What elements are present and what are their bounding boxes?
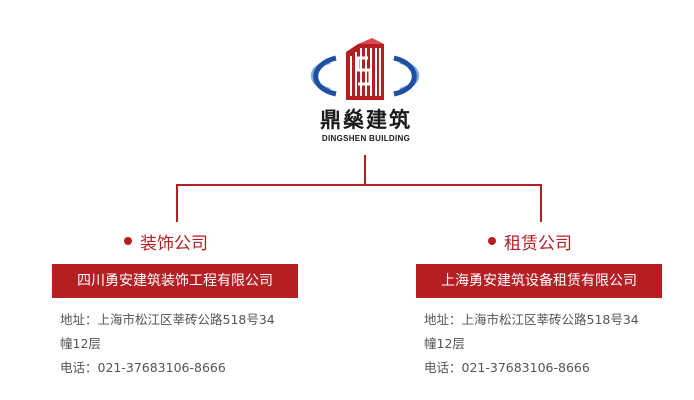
building-logo-icon: [310, 38, 420, 100]
branch-title-rental: 租赁公司: [488, 230, 572, 254]
connector-horizontal: [176, 184, 542, 186]
connector-left-drop: [176, 184, 178, 222]
company-name-decoration: 四川勇安建筑装饰工程有限公司: [52, 264, 298, 298]
branch-title-label: 装饰公司: [140, 233, 208, 254]
phone-line: 电话：021-37683106-8666: [60, 360, 226, 375]
address-line-1: 地址：上海市松江区莘砖公路518号34: [60, 312, 275, 327]
bullet-icon: [124, 237, 132, 245]
logo-chinese-name: 鼎燊建筑: [320, 107, 412, 132]
address-line-1: 地址：上海市松江区莘砖公路518号34: [424, 312, 639, 327]
company-name-rental: 上海勇安建筑设备租赁有限公司: [416, 264, 662, 298]
branch-title-label: 租赁公司: [504, 233, 572, 254]
address-line-2: 幢12层: [424, 336, 465, 351]
company-logo: 鼎燊建筑 DINGSHEN BUILDING: [300, 38, 430, 146]
connector-trunk: [364, 155, 366, 186]
phone-line: 电话：021-37683106-8666: [424, 360, 590, 375]
connector-right-drop: [540, 184, 542, 222]
bullet-icon: [488, 237, 496, 245]
logo-english-name: DINGSHEN BUILDING: [321, 134, 411, 143]
address-line-2: 幢12层: [60, 336, 101, 351]
branch-title-decoration: 装饰公司: [124, 230, 208, 254]
